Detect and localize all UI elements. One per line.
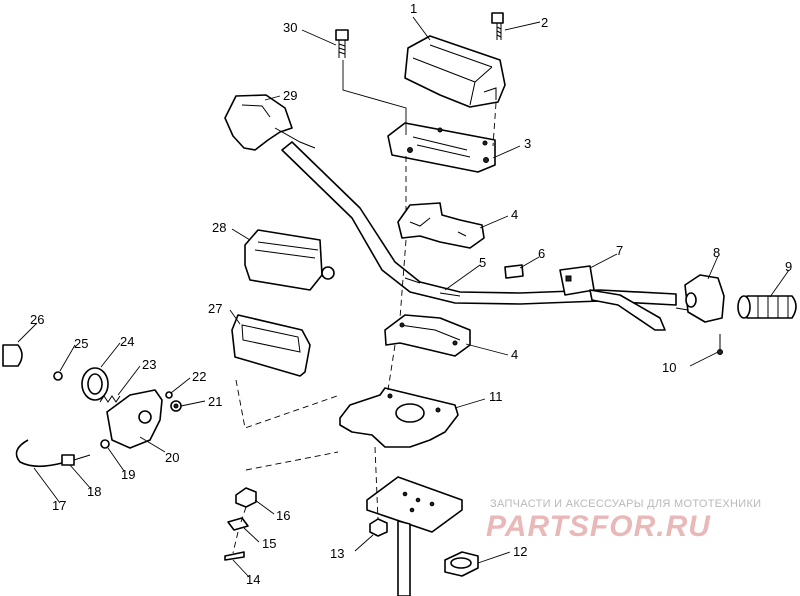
callout-22: 22 — [192, 369, 206, 384]
callout-15: 15 — [262, 536, 276, 551]
callout-4-upper: 4 — [511, 207, 518, 222]
upper-clamp-plate-part — [387, 122, 496, 173]
lower-clamp-block-part — [384, 314, 471, 357]
handlebar-pad-part — [404, 35, 506, 108]
bolt-part-30 — [335, 29, 349, 58]
cap-part-26 — [2, 344, 23, 367]
gauge-base-part — [231, 314, 311, 377]
speedometer-housing-part — [106, 389, 163, 449]
callout-5: 5 — [479, 255, 486, 270]
callout-1: 1 — [410, 1, 417, 16]
ring-part-24 — [81, 367, 109, 401]
cotter-pin-part-14 — [224, 551, 245, 561]
switch-housing-part — [224, 94, 316, 151]
gauge-meter-part — [244, 229, 335, 291]
callout-3: 3 — [524, 136, 531, 151]
watermark-logo: PARTSFOR.RU — [486, 510, 711, 543]
brake-lever-switch-part — [559, 265, 666, 331]
washer-part-15 — [227, 517, 249, 531]
speedo-cable-part — [15, 439, 91, 468]
grip-clip-part — [504, 264, 524, 279]
steering-post-part — [366, 476, 463, 596]
nut-part-13 — [369, 518, 388, 537]
callout-13: 13 — [330, 546, 344, 561]
screw-part-25 — [53, 371, 63, 381]
callout-7: 7 — [616, 243, 623, 258]
callout-20: 20 — [165, 450, 179, 465]
assembly-lines — [232, 60, 497, 554]
callout-4-lower: 4 — [511, 347, 518, 362]
callout-10: 10 — [662, 360, 676, 375]
callout-2: 2 — [541, 15, 548, 30]
callout-17: 17 — [52, 498, 66, 513]
steering-clamp-part — [444, 551, 479, 577]
fasteners-part-21-22 — [165, 391, 182, 412]
callout-27: 27 — [208, 301, 222, 316]
hand-grip-part — [737, 295, 797, 319]
pin-part-16 — [235, 487, 257, 508]
bolt-part-2 — [491, 12, 504, 40]
callout-6: 6 — [538, 246, 545, 261]
nut-part-19 — [100, 439, 110, 449]
callout-30: 30 — [283, 20, 297, 35]
callout-19: 19 — [121, 467, 135, 482]
callout-14: 14 — [246, 572, 260, 587]
callout-28: 28 — [212, 220, 226, 235]
callout-23: 23 — [142, 357, 156, 372]
mounting-bracket-part — [339, 387, 459, 448]
callout-11: 11 — [489, 389, 503, 404]
callout-29: 29 — [283, 88, 297, 103]
callout-9: 9 — [785, 259, 792, 274]
callout-25: 25 — [74, 336, 88, 351]
callout-numbers: 1 2 3 4 4 5 6 7 8 9 10 11 12 13 14 15 16… — [30, 1, 792, 587]
screw-part-10 — [717, 334, 723, 355]
callout-12: 12 — [513, 544, 527, 559]
callout-26: 26 — [30, 312, 44, 327]
leader-lines — [17, 16, 790, 578]
upper-clamp-block-part — [397, 202, 485, 249]
callout-16: 16 — [276, 508, 290, 523]
callout-18: 18 — [87, 484, 101, 499]
throttle-housing-part — [675, 274, 725, 323]
callout-8: 8 — [713, 245, 720, 260]
callout-24: 24 — [120, 334, 134, 349]
callout-21: 21 — [208, 394, 222, 409]
handlebar-part — [281, 141, 677, 306]
watermark-tagline: ЗАПЧАСТИ И АКСЕССУАРЫ ДЛЯ МОТОТЕХНИКИ — [490, 498, 762, 510]
